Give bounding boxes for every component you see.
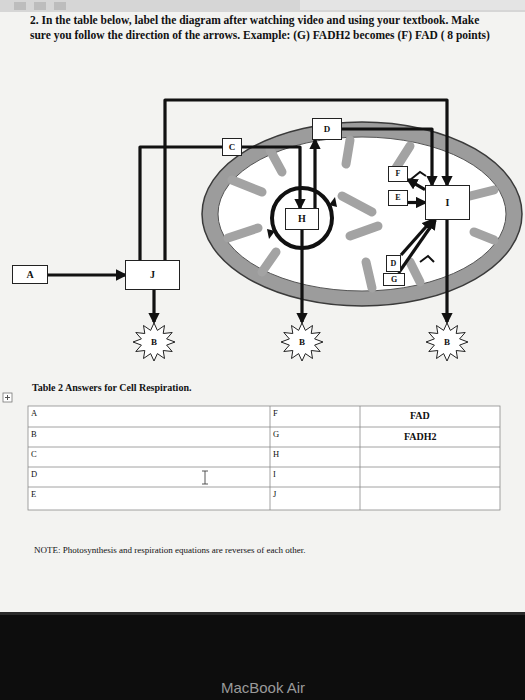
node-label: I <box>446 198 450 208</box>
table-cell-letter: E <box>31 490 36 500</box>
table-move-handle <box>3 393 12 402</box>
node-label: C <box>229 143 236 152</box>
table-cell-letter: A <box>31 409 37 419</box>
node-label: J <box>150 270 155 280</box>
node-label: E <box>395 194 400 202</box>
answer-table <box>28 406 500 510</box>
node-label: D <box>391 260 397 268</box>
mitochondrion-outer <box>202 122 522 306</box>
question-text: 2. In the table below, label the diagram… <box>30 13 502 43</box>
flow-arrow <box>152 290 155 322</box>
cycle-circle <box>272 188 332 248</box>
molecule-box: C <box>222 138 242 156</box>
leader-arrow <box>420 256 434 262</box>
node-label: B <box>444 338 450 347</box>
node-label: B <box>299 338 305 347</box>
screen-edge <box>0 612 525 615</box>
node-label: H <box>298 214 306 224</box>
node-label: G <box>391 276 397 284</box>
flow-arrow <box>300 230 303 322</box>
style-gallery <box>300 0 525 10</box>
starburst-shape <box>281 323 323 361</box>
laptop-bezel <box>0 612 525 700</box>
process-box: I <box>425 185 470 220</box>
flow-arrow <box>313 140 316 208</box>
toolbar-icon <box>54 2 66 10</box>
table-cell-letter: I <box>273 470 276 480</box>
flow-arrow <box>399 220 436 273</box>
toolbar-icon <box>14 2 26 10</box>
toolbar-icon <box>34 2 46 10</box>
molecule-box: G <box>383 273 405 286</box>
flow-arrow <box>342 129 432 185</box>
product-starburst: B <box>425 322 469 362</box>
flow-arrow <box>445 220 448 322</box>
molecule-box: E <box>388 190 408 206</box>
leader-arrow <box>410 172 426 180</box>
process-box: H <box>285 208 319 230</box>
cristae <box>228 140 494 288</box>
table-cell-letter: F <box>273 409 278 419</box>
flow-arrow <box>408 201 425 204</box>
node-label: A <box>26 270 33 280</box>
flow-arrow <box>408 180 425 190</box>
node-label: D <box>324 125 331 134</box>
toolbar-strip <box>0 0 525 12</box>
cycle-arrowhead <box>267 229 275 239</box>
text-cursor <box>202 471 208 484</box>
table-cell-letter: C <box>31 450 37 460</box>
flow-arrow <box>242 147 300 208</box>
starburst-shape <box>133 323 175 361</box>
cycle-arrowhead <box>329 197 337 207</box>
laptop-brand: MacBook Air <box>150 679 376 696</box>
table-cell-answer: FAD <box>410 410 430 422</box>
table-cell-answer: FADH2 <box>404 431 437 443</box>
mitochondrion-matrix <box>218 137 506 291</box>
flow-arrow <box>401 220 432 255</box>
node-label: B <box>151 338 157 347</box>
table-cell-letter: H <box>273 450 279 460</box>
note-text: NOTE: Photosynthesis and respiration equ… <box>34 545 305 555</box>
process-box: J <box>125 260 180 290</box>
flow-arrow <box>48 273 125 276</box>
table-cell-letter: J <box>273 490 276 500</box>
flow-arrow <box>140 147 222 260</box>
molecule-box: D <box>386 255 401 272</box>
table-cell-letter: B <box>31 430 37 440</box>
molecule-box: D <box>312 118 342 140</box>
table-caption: Table 2 Answers for Cell Respiration. <box>32 382 191 394</box>
product-starburst: B <box>132 322 176 362</box>
input-box: A <box>12 265 48 284</box>
node-label: F <box>396 170 401 178</box>
molecule-box: F <box>388 166 408 182</box>
starburst-shape <box>426 323 468 361</box>
flow-arrow <box>165 100 447 260</box>
table-cell-letter: D <box>31 470 37 480</box>
table-cell-letter: G <box>273 430 279 440</box>
product-starburst: B <box>280 322 324 362</box>
